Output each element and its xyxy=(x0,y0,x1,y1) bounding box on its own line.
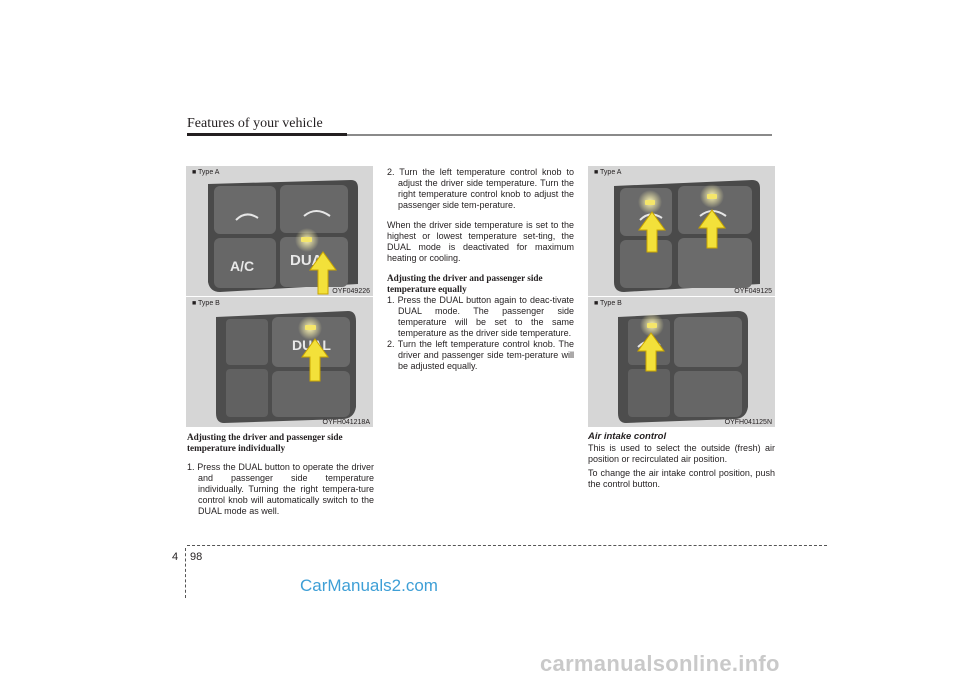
subsection-heading: Air intake control xyxy=(588,431,667,442)
section-title: Features of your vehicle xyxy=(187,116,323,131)
figure-dual-type-a: A/C DUAL ■ Type A OYF049226 xyxy=(186,166,373,296)
figure-code: OYFH041125N xyxy=(724,419,772,426)
header-rule-dark xyxy=(187,133,347,136)
figure-type-label: ■ Type A xyxy=(192,169,220,176)
dual-panel-type-a-illustration: A/C DUAL xyxy=(208,180,358,295)
arrow-icon xyxy=(309,251,337,295)
figure-air-intake-type-b: ■ Type B OYFH041125N xyxy=(588,297,775,427)
arrow-icon xyxy=(698,209,726,249)
air-intake-type-b-illustration xyxy=(618,311,748,423)
footer-divider xyxy=(185,548,186,598)
ac-button-label: A/C xyxy=(230,258,254,274)
subsection-heading: Adjusting the driver and passenger side … xyxy=(187,432,343,453)
figure-code: OYF049125 xyxy=(734,288,772,295)
dual-panel-type-b-illustration: DUAL xyxy=(216,311,356,423)
paragraph: To change the air intake control positio… xyxy=(588,468,775,489)
step-item: 1. Press the DUAL button to operate the … xyxy=(187,462,374,516)
footer-rule xyxy=(187,545,827,546)
header-rule-grey xyxy=(347,134,772,136)
figure-type-label: ■ Type A xyxy=(594,169,622,176)
page-number: 98 xyxy=(190,551,203,563)
column-2: 2. Turn the left temperature control kno… xyxy=(387,167,574,381)
paragraph: This is used to select the outside (fres… xyxy=(588,443,775,464)
watermark-link[interactable]: CarManuals2.com xyxy=(300,576,438,595)
arrow-icon xyxy=(638,211,666,253)
step-item: 1. Press the DUAL button again to deac-t… xyxy=(387,295,574,338)
figure-type-label: ■ Type B xyxy=(594,300,622,307)
figure-code: OYFH041218A xyxy=(322,419,370,426)
arrow-icon xyxy=(637,332,665,372)
paragraph: When the driver side temperature is set … xyxy=(387,220,574,263)
step-item: 2. Turn the left temperature control kno… xyxy=(387,167,574,210)
chapter-number: 4 xyxy=(172,551,179,563)
watermark-text: carmanualsonline.info xyxy=(540,651,780,676)
figure-dual-type-b: DUAL ■ Type B OYFH041218A xyxy=(186,297,373,427)
arrow-icon xyxy=(301,338,329,382)
column-1: Adjusting the driver and passenger side … xyxy=(187,432,374,526)
figure-air-intake-type-a: ■ Type A OYF049125 xyxy=(588,166,775,296)
column-3: Air intake control This is used to selec… xyxy=(588,431,775,499)
air-intake-type-a-illustration xyxy=(614,180,760,292)
subsection-heading: Adjusting the driver and passenger side … xyxy=(387,273,543,294)
step-item: 2. Turn the left temperature control kno… xyxy=(387,339,574,371)
figure-type-label: ■ Type B xyxy=(192,300,220,307)
figure-code: OYF049226 xyxy=(332,288,370,295)
